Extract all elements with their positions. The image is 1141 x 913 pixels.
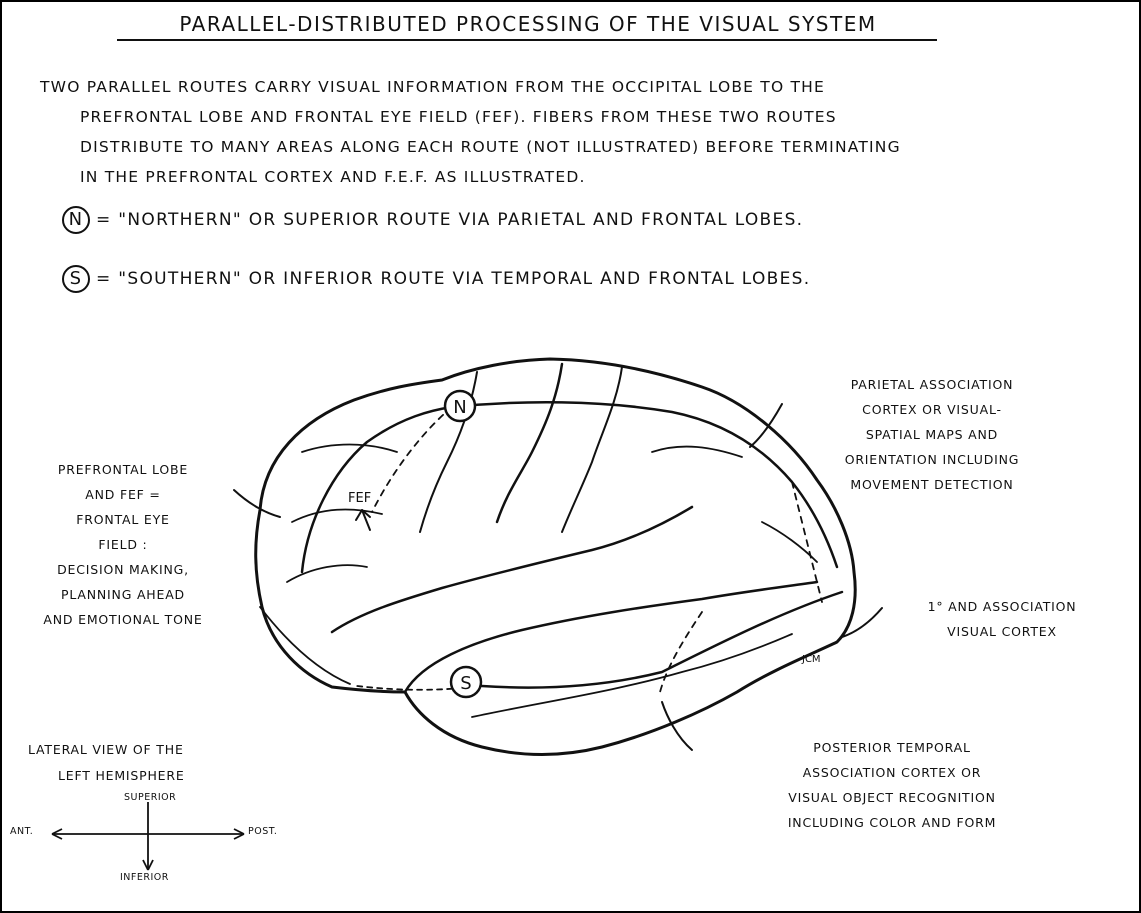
inferior-direction-label: INFERIOR bbox=[120, 872, 169, 883]
label-line: INCLUDING COLOR AND FORM bbox=[682, 810, 1102, 835]
temporal-sulcus bbox=[472, 634, 792, 717]
occipital-sulcus bbox=[762, 522, 817, 562]
prefrontal-lobe-label: PREFRONTAL LOBE AND FEF = FRONTAL EYE FI… bbox=[8, 457, 238, 632]
prefrontal-leader bbox=[234, 490, 280, 517]
label-line: AND FEF = bbox=[8, 482, 238, 507]
northern-route-marker: N bbox=[445, 391, 475, 421]
label-line: FIELD : bbox=[8, 532, 238, 557]
label-line: SPATIAL MAPS AND bbox=[742, 422, 1122, 447]
northern-route-dashed bbox=[372, 407, 452, 512]
artist-signature: JCM bbox=[801, 654, 821, 665]
label-line: LEFT HEMISPHERE bbox=[28, 763, 288, 789]
northern-marker-letter: N bbox=[453, 397, 466, 418]
label-line: CORTEX OR VISUAL- bbox=[742, 397, 1122, 422]
orientation-axes bbox=[52, 802, 244, 870]
central-sulcus bbox=[497, 364, 562, 522]
visual-cortex-label: 1° AND ASSOCIATION VISUAL CORTEX bbox=[887, 594, 1117, 644]
superior-direction-label: SUPERIOR bbox=[124, 792, 176, 803]
label-line: VISUAL CORTEX bbox=[887, 619, 1117, 644]
southern-route-path bbox=[482, 592, 842, 688]
fef-label: FEF bbox=[348, 491, 371, 506]
label-line: ORIENTATION INCLUDING bbox=[742, 447, 1122, 472]
frontal-sulcus-a bbox=[302, 445, 397, 453]
label-line: AND EMOTIONAL TONE bbox=[8, 607, 238, 632]
temporal-upper-contour bbox=[332, 507, 692, 632]
frontal-sulcus-c bbox=[287, 565, 367, 582]
southern-marker-letter: S bbox=[460, 673, 471, 694]
label-line: PARIETAL ASSOCIATION bbox=[742, 372, 1122, 397]
parietal-association-label: PARIETAL ASSOCIATION CORTEX OR VISUAL- S… bbox=[742, 372, 1122, 497]
label-line: DECISION MAKING, bbox=[8, 557, 238, 582]
label-line: ASSOCIATION CORTEX OR bbox=[682, 760, 1102, 785]
label-line: PLANNING AHEAD bbox=[8, 582, 238, 607]
label-line: POSTERIOR TEMPORAL bbox=[682, 735, 1102, 760]
label-line: LATERAL VIEW OF THE bbox=[28, 737, 288, 763]
label-line: 1° AND ASSOCIATION bbox=[887, 594, 1117, 619]
southern-route-marker: S bbox=[451, 667, 481, 697]
label-line: VISUAL OBJECT RECOGNITION bbox=[682, 785, 1102, 810]
anterior-direction-label: ANT. bbox=[10, 826, 33, 837]
posterior-direction-label: POST. bbox=[248, 826, 277, 837]
posterior-temporal-label: POSTERIOR TEMPORAL ASSOCIATION CORTEX OR… bbox=[682, 735, 1102, 835]
parietal-sulcus bbox=[652, 447, 742, 457]
label-line: MOVEMENT DETECTION bbox=[742, 472, 1122, 497]
lateral-view-label: LATERAL VIEW OF THE LEFT HEMISPHERE bbox=[28, 737, 288, 789]
postcentral-sulcus bbox=[562, 367, 622, 532]
label-line: FRONTAL EYE bbox=[8, 507, 238, 532]
southern-route-dashed bbox=[660, 612, 702, 692]
label-line: PREFRONTAL LOBE bbox=[8, 457, 238, 482]
